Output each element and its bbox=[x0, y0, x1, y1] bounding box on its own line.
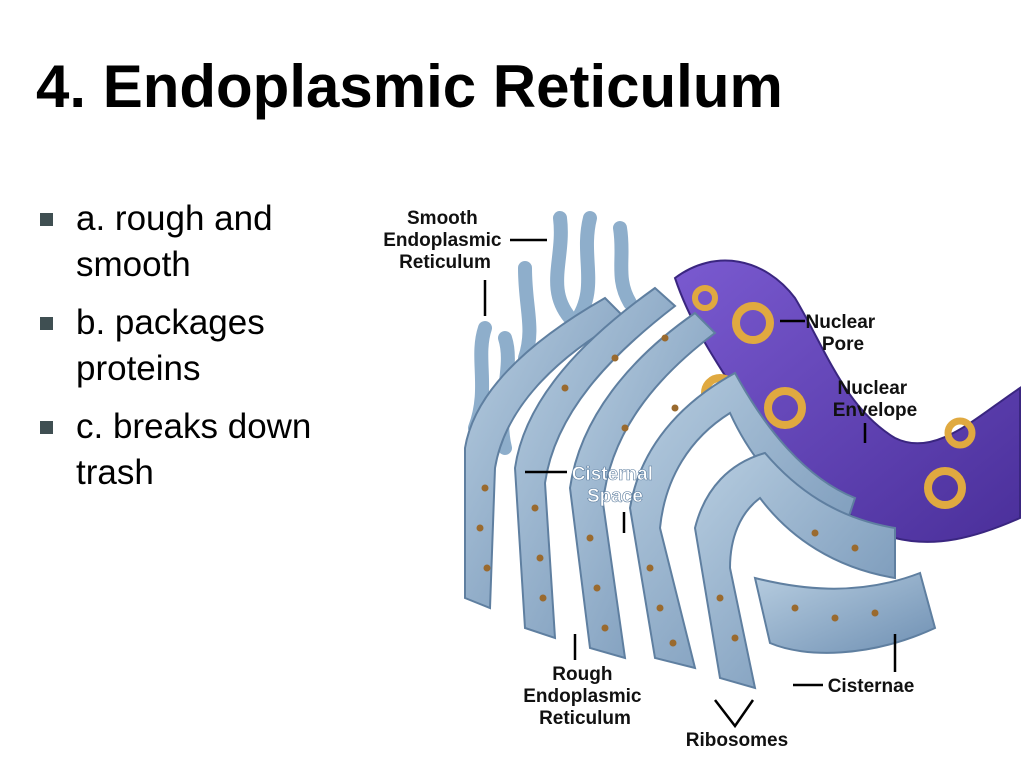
label-line: Pore bbox=[822, 334, 864, 355]
label-line: Reticulum bbox=[539, 708, 631, 729]
ribosome-dot bbox=[791, 604, 799, 612]
square-bullet-icon bbox=[40, 421, 53, 434]
pore-shape bbox=[944, 417, 976, 449]
ribosome-dot bbox=[656, 604, 664, 612]
ribosomes bbox=[476, 334, 879, 647]
label-rough-er: Rough Endoplasmic Reticulum bbox=[523, 664, 647, 729]
ribosome-dot bbox=[586, 534, 594, 542]
pore-shape bbox=[732, 302, 774, 344]
leader-line bbox=[714, 699, 755, 729]
ribosome-dot bbox=[593, 584, 601, 592]
tube-shape bbox=[518, 261, 537, 365]
ribosome-dot bbox=[621, 424, 629, 432]
ribosome-dot bbox=[851, 544, 859, 552]
pore-shape bbox=[692, 285, 718, 311]
label-line: Nuclear bbox=[806, 312, 876, 333]
ribosome-dot bbox=[601, 624, 609, 632]
bullet-text: c. breaks down trash bbox=[76, 407, 312, 492]
tube-shape bbox=[613, 221, 637, 310]
label-smooth-er: Smooth Endoplasmic Reticulum bbox=[383, 208, 507, 273]
slide-title: 4. Endoplasmic Reticulum bbox=[36, 53, 783, 120]
ribosome-dot bbox=[669, 639, 677, 647]
ribosome-dot bbox=[481, 484, 489, 492]
square-bullet-icon bbox=[40, 213, 53, 226]
bullet-item: b. packages proteins bbox=[36, 300, 366, 392]
leader-lines bbox=[483, 238, 897, 729]
label-cisternae: Cisternae bbox=[828, 676, 915, 697]
cisterna-shape bbox=[568, 311, 717, 660]
bullet-item: a. rough and smooth bbox=[36, 196, 366, 288]
ribosome-dot bbox=[476, 524, 484, 532]
label-line: Envelope bbox=[833, 400, 917, 421]
ribosome-dot bbox=[539, 594, 547, 602]
label-cisternal-space: Cisternal Space bbox=[572, 464, 659, 507]
ribosome-dot bbox=[531, 504, 539, 512]
label-line: Rough bbox=[552, 664, 612, 685]
cisterna-shape bbox=[753, 571, 937, 654]
label-line: Space bbox=[587, 486, 643, 507]
er-diagram: Smooth Endoplasmic Reticulum Nuclear Por… bbox=[383, 208, 1021, 751]
rough-er-cisternae bbox=[464, 286, 937, 690]
tube-shape bbox=[550, 211, 577, 325]
label-line: Reticulum bbox=[399, 252, 491, 273]
bullet-item: c. breaks down trash bbox=[36, 404, 366, 496]
bullet-text: b. packages proteins bbox=[76, 303, 265, 388]
bullet-text: a. rough and smooth bbox=[76, 199, 273, 284]
pore-shape bbox=[764, 387, 806, 429]
ribosome-dot bbox=[536, 554, 544, 562]
label-nuclear-envelope: Nuclear Envelope bbox=[833, 378, 917, 421]
diagram-labels: Smooth Endoplasmic Reticulum Nuclear Por… bbox=[383, 208, 917, 751]
label-line: Endoplasmic bbox=[383, 230, 502, 251]
ribosome-dot bbox=[811, 529, 819, 537]
bullet-list: a. rough and smooth b. packages proteins… bbox=[36, 196, 366, 508]
cisterna-shape bbox=[513, 286, 677, 640]
ribosome-dot bbox=[731, 634, 739, 642]
cisterna-shape bbox=[693, 451, 896, 690]
label-ribosomes: Ribosomes bbox=[686, 730, 788, 751]
ribosome-dot bbox=[646, 564, 654, 572]
pore-shape bbox=[924, 467, 966, 509]
ribosome-dot bbox=[661, 334, 669, 342]
ribosome-dot bbox=[611, 354, 619, 362]
label-line: Nuclear bbox=[838, 378, 908, 399]
ribosome-dot bbox=[716, 594, 724, 602]
ribosome-dot bbox=[671, 404, 679, 412]
ribosome-dot bbox=[483, 564, 491, 572]
ribosome-dot bbox=[831, 614, 839, 622]
label-line: Endoplasmic bbox=[523, 686, 642, 707]
label-line: Cisternal bbox=[572, 464, 653, 485]
ribosome-dot bbox=[871, 609, 879, 617]
ribosome-dot bbox=[561, 384, 569, 392]
label-line: Smooth bbox=[407, 208, 478, 229]
label-nuclear-pore: Nuclear Pore bbox=[806, 312, 881, 355]
square-bullet-icon bbox=[40, 317, 53, 330]
